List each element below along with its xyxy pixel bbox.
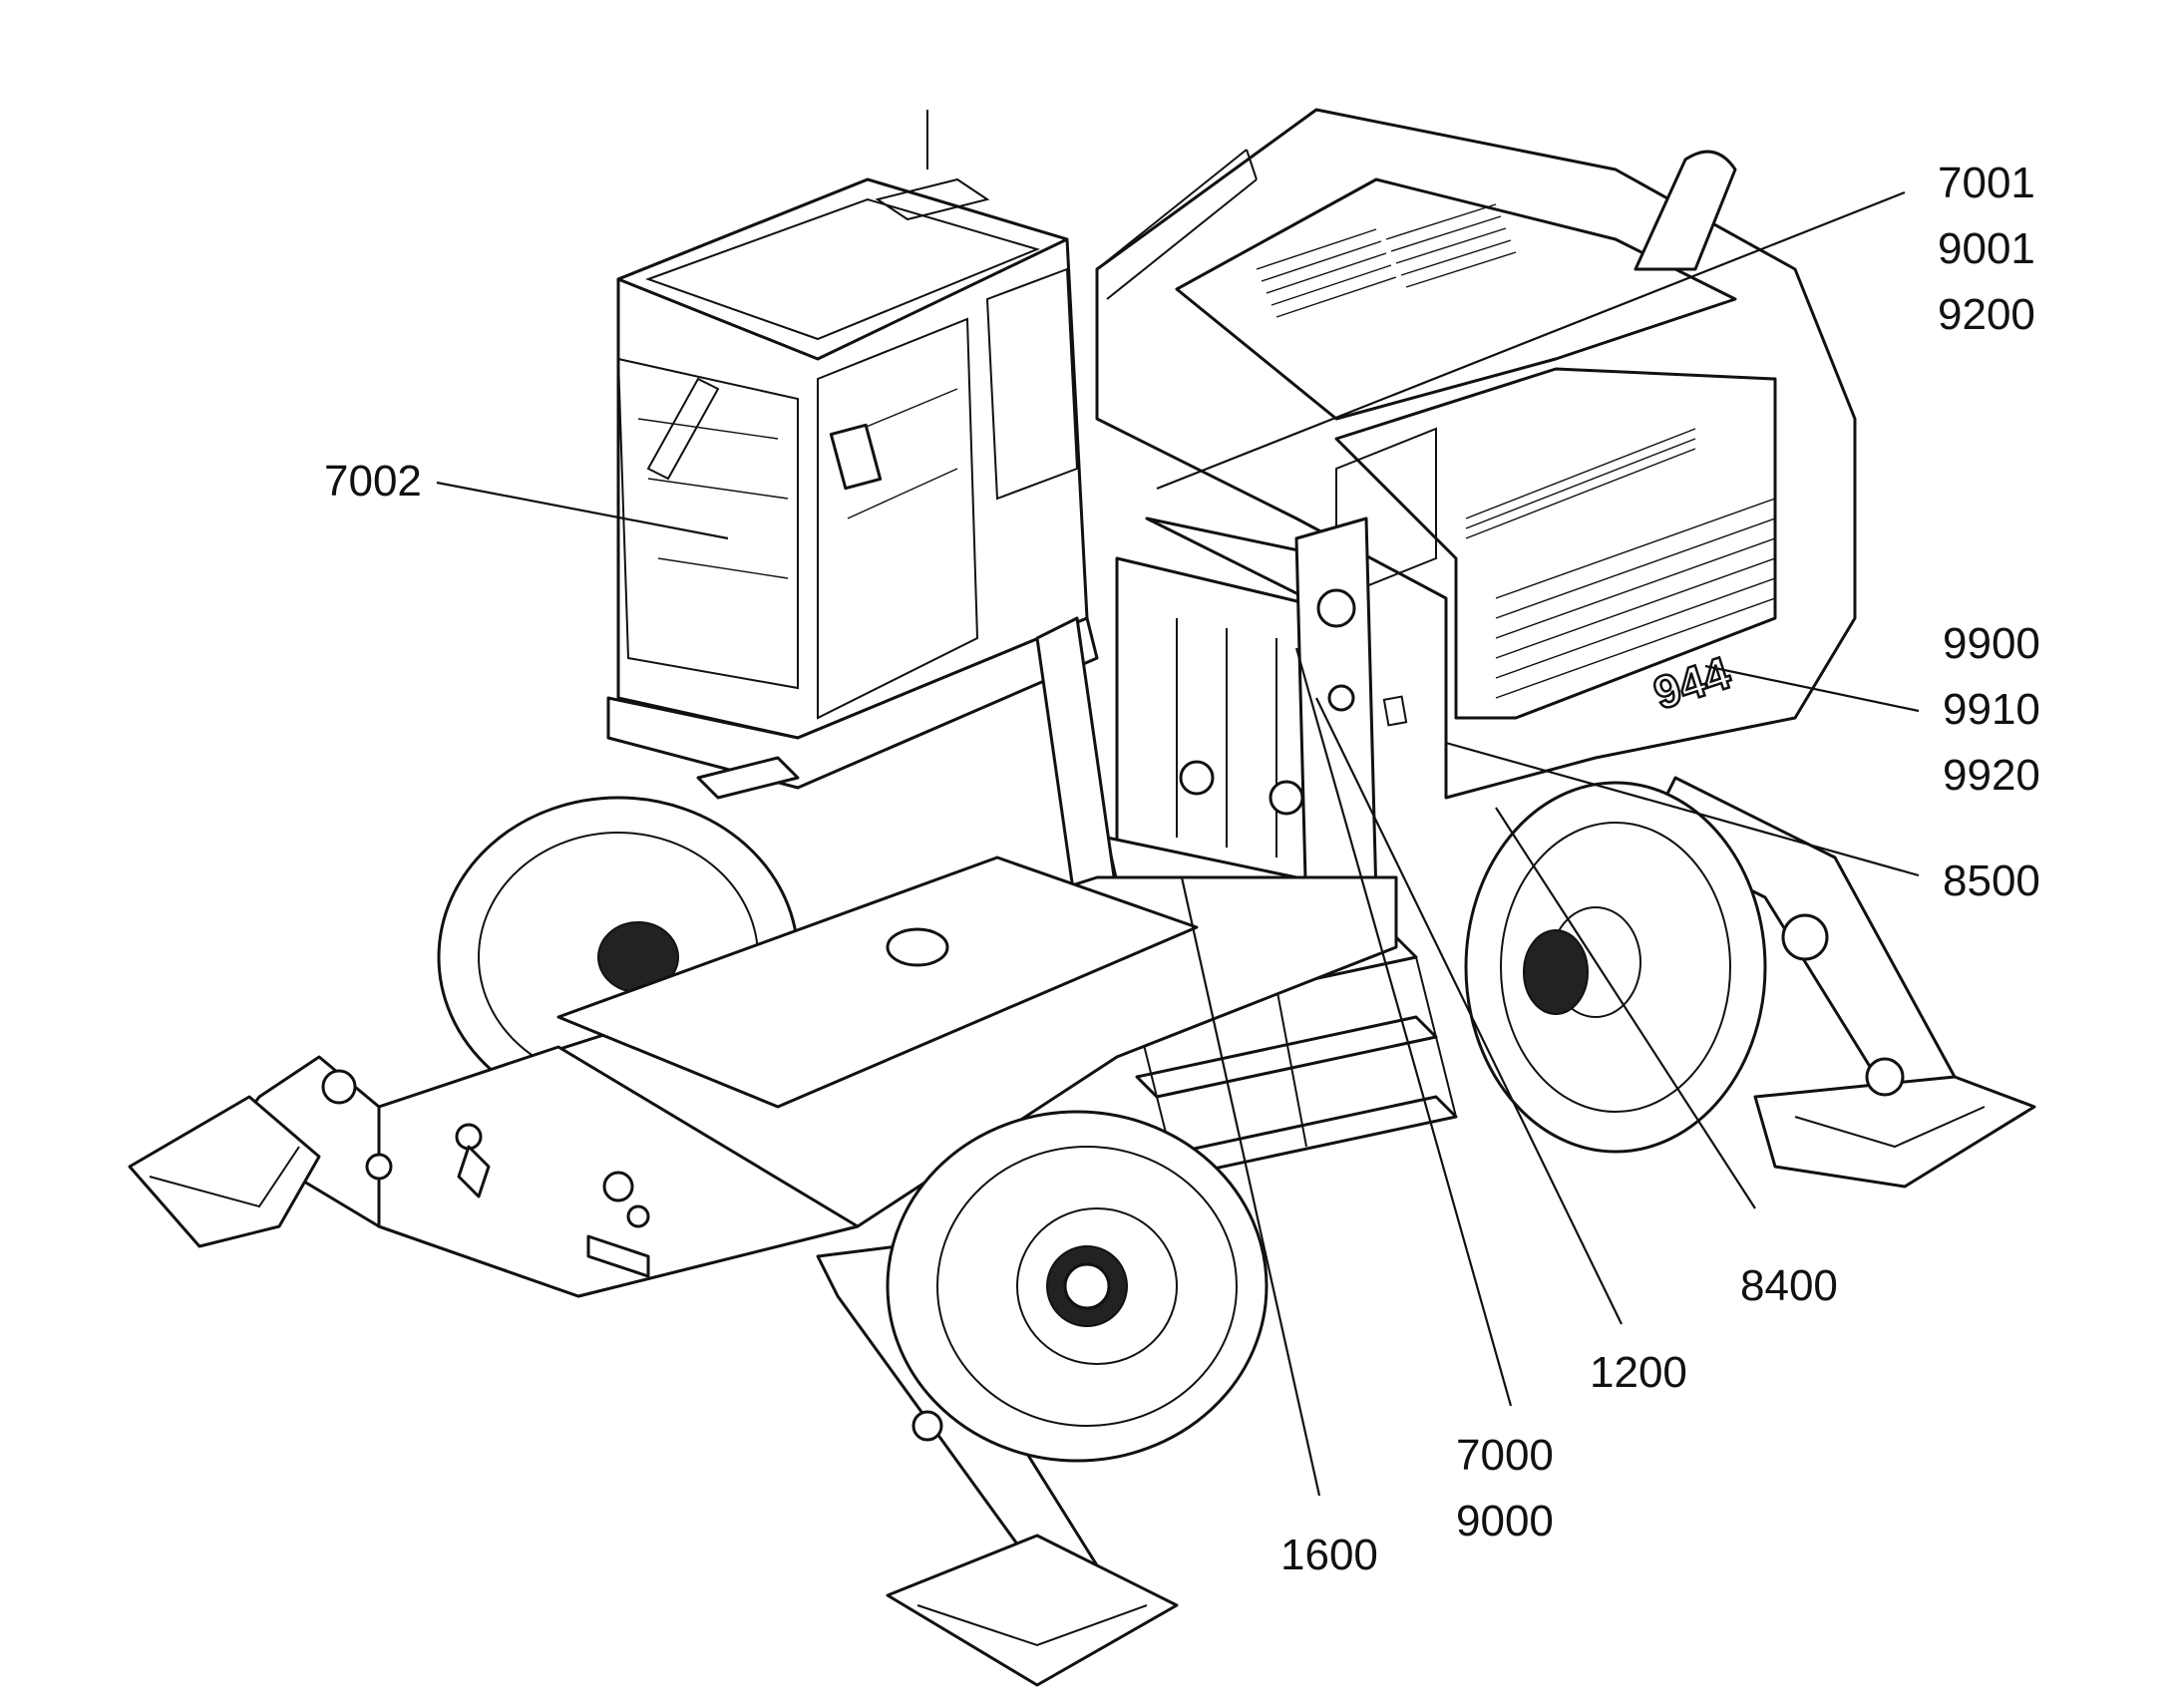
- leader-9910: [1704, 664, 1920, 713]
- front-right-wheel: [886, 1110, 1269, 1463]
- callout-9900: 9900: [1943, 619, 2040, 668]
- callout-9920: 9920: [1943, 751, 2040, 800]
- callout-9200: 9200: [1938, 290, 2035, 339]
- callout-9000: 9000: [1456, 1497, 1554, 1545]
- callout-7002: 7002: [324, 457, 422, 506]
- leader-8500: [1445, 741, 1920, 877]
- callout-1200: 1200: [1590, 1348, 1687, 1397]
- leader-8400: [1495, 807, 1756, 1209]
- leader-lines: [436, 190, 1920, 1497]
- leader-7002: [436, 481, 729, 540]
- boom-mount-frame: [1035, 516, 1378, 959]
- callout-8500: 8500: [1943, 856, 2040, 905]
- callout-9910: 9910: [1943, 685, 2040, 734]
- leader-1200: [1315, 697, 1623, 1325]
- leader-1600: [1180, 876, 1321, 1497]
- engine-hood: [1095, 108, 1857, 800]
- front-left-outrigger: [128, 1055, 393, 1248]
- operator-cab: [606, 110, 1099, 800]
- callout-7001: 7001: [1938, 159, 2035, 207]
- callout-1600: 1600: [1280, 1531, 1378, 1579]
- leader-7001: [1156, 190, 1906, 491]
- leader-7000: [1294, 647, 1513, 1407]
- callout-7000: 7000: [1456, 1431, 1554, 1480]
- callout-8400: 8400: [1740, 1261, 1838, 1310]
- rear-right-wheel: [1464, 781, 1767, 1154]
- undercarriage: [377, 855, 1398, 1298]
- callout-9001: 9001: [1938, 224, 2035, 273]
